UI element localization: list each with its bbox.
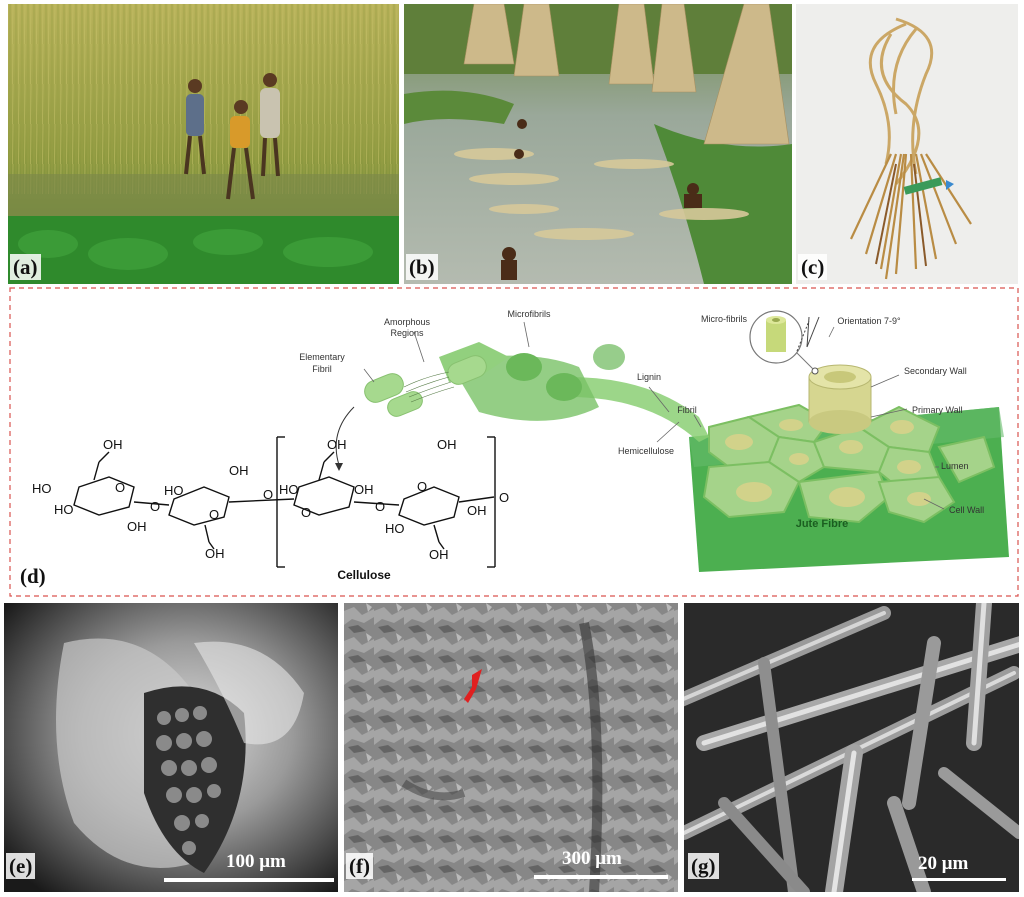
label-hemicellulose: Hemicellulose	[618, 446, 674, 456]
red-arrow-icon	[464, 669, 482, 703]
chem-oh-4: OH	[205, 546, 225, 561]
label-elementary-1: Elementary	[299, 352, 345, 362]
chem-oh-3: OH	[229, 463, 249, 478]
panel-g-label: (g)	[688, 853, 719, 879]
label-microfibrils: Microfibrils	[507, 309, 551, 319]
chem-oh-1: OH	[103, 437, 123, 452]
label-lumen: Lumen	[941, 461, 969, 471]
panel-b-label: (b)	[406, 254, 438, 280]
panel-f-scale-bar	[534, 875, 668, 879]
panel-e-scale-text: 100 μm	[226, 851, 286, 872]
chem-ho-2: HO	[54, 502, 74, 517]
retting-photo	[404, 4, 792, 284]
label-jute-fibre: Jute Fibre	[796, 518, 849, 530]
panel-c-fibre-bundle: (c)	[796, 4, 1018, 284]
chem-o-link-3: O	[375, 499, 385, 514]
panel-g-scale-text: 20 μm	[918, 853, 969, 874]
panel-g-scale-bar	[912, 878, 1006, 881]
panel-d-structure-diagram: Amorphous Regions Elementary Fibril Micr…	[9, 287, 1019, 597]
panel-a-jute-field: (a)	[8, 4, 399, 284]
panel-c-label: (c)	[798, 254, 828, 280]
chem-oh-7: OH	[437, 437, 457, 452]
fibril-chain	[335, 321, 945, 510]
chem-ho-5: HO	[385, 521, 405, 536]
chem-o-ring-1: O	[115, 480, 125, 495]
fibre-bundle-photo	[796, 4, 1018, 284]
chem-ho-1: HO	[32, 481, 52, 496]
label-cell-wall: Cell Wall	[949, 505, 984, 515]
panel-e-scale-bar	[164, 878, 334, 882]
chem-o-end: O	[499, 490, 509, 505]
panel-g-sem-fibres: (g) 20 μm	[684, 603, 1019, 892]
panel-b-retting: (b)	[404, 4, 792, 284]
chem-oh-6: OH	[354, 482, 374, 497]
label-orientation: Orientation 7-9°	[837, 316, 901, 326]
label-secondary-wall: Secondary Wall	[904, 366, 967, 376]
sem-cross-section-image	[4, 603, 338, 892]
label-cellulose: Cellulose	[337, 568, 391, 582]
label-fibril: Fibril	[677, 405, 697, 415]
label-lignin: Lignin	[637, 372, 661, 382]
panel-f-scale-text: 300 μm	[562, 848, 622, 869]
label-primary-wall: Primary Wall	[912, 405, 963, 415]
chem-oh-8: OH	[467, 503, 487, 518]
cellulose-labels: OH HO HO OH O O HO OH O OH O OH HO OH O …	[32, 437, 509, 582]
panel-e-label: (e)	[6, 853, 36, 879]
sem-fibres-image	[684, 603, 1019, 892]
sem-surface-image	[344, 603, 678, 892]
chem-o-ring-2: O	[209, 507, 219, 522]
jute-structure-svg: Amorphous Regions Elementary Fibril Micr…	[9, 287, 1019, 597]
label-amorphous-2: Regions	[390, 328, 424, 338]
cellulose-structure	[73, 436, 496, 568]
label-elementary-2: Fibril	[312, 364, 332, 374]
jute-fibre-block	[689, 310, 1009, 572]
chem-o-ring-3: O	[301, 505, 311, 520]
panel-a-label: (a)	[10, 254, 41, 280]
panel-f-label: (f)	[346, 853, 373, 879]
jute-field-photo	[8, 4, 399, 284]
chem-oh-9: OH	[429, 547, 449, 562]
chem-o-link-2: O	[263, 487, 273, 502]
label-amorphous-1: Amorphous	[384, 317, 431, 327]
chem-ho-4: HO	[279, 482, 299, 497]
panel-f-sem-surface: (f) 300 μm	[344, 603, 678, 892]
chem-ho-3: HO	[164, 483, 184, 498]
label-micro-fibrils: Micro-fibrils	[701, 314, 747, 324]
chem-oh-5: OH	[327, 437, 347, 452]
panel-d-label: (d)	[20, 564, 46, 588]
chem-oh-2: OH	[127, 519, 147, 534]
panel-e-sem-cross-section: (e) 100 μm	[4, 603, 338, 892]
chem-o-ring-4: O	[417, 479, 427, 494]
chem-o-link-1: O	[150, 499, 160, 514]
